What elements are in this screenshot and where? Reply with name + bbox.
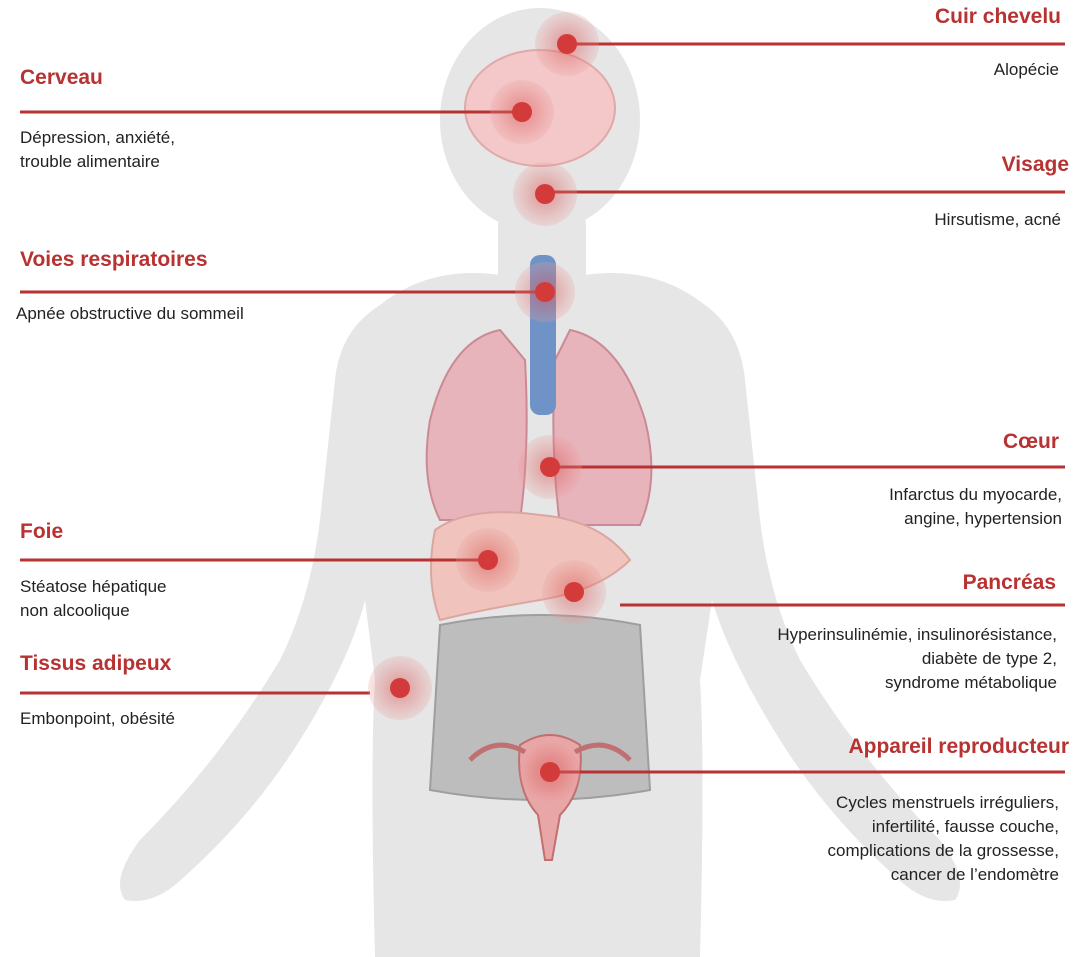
label-reproductive-desc: Cycles menstruels irréguliers, infertili… [827, 791, 1059, 887]
marker-heart [518, 435, 582, 499]
label-liver-desc: Stéatose hépatique non alcoolique [20, 575, 167, 623]
marker-adipose [368, 656, 432, 720]
marker-reproductive [520, 742, 580, 802]
label-heart-desc: Infarctus du myocarde, angine, hypertens… [889, 483, 1062, 531]
label-liver-title: Foie [20, 520, 63, 544]
label-brain-title: Cerveau [20, 66, 103, 90]
label-adipose-title: Tissus adipeux [20, 652, 171, 676]
label-heart-title: Cœur [1003, 430, 1059, 454]
label-scalp-desc: Alopécie [994, 58, 1059, 82]
marker-brain [490, 80, 554, 144]
label-brain-desc: Dépression, anxiété, trouble alimentaire [20, 126, 175, 174]
label-reproductive-title: Appareil reproducteur [848, 735, 1069, 759]
label-pancreas-desc: Hyperinsulinémie, insulinorésistance, di… [777, 623, 1057, 695]
label-face-desc: Hirsutisme, acné [934, 208, 1061, 232]
marker-liver [456, 528, 520, 592]
label-adipose-desc: Embonpoint, obésité [20, 707, 175, 731]
label-scalp-title: Cuir chevelu [935, 5, 1061, 29]
label-face-title: Visage [1002, 153, 1069, 177]
marker-scalp [535, 12, 599, 76]
label-airways-desc: Apnée obstructive du sommeil [16, 302, 244, 326]
marker-airways [515, 262, 575, 322]
marker-pancreas [542, 560, 606, 624]
label-airways-title: Voies respiratoires [20, 248, 208, 272]
label-pancreas-title: Pancréas [963, 571, 1056, 595]
marker-face [513, 162, 577, 226]
